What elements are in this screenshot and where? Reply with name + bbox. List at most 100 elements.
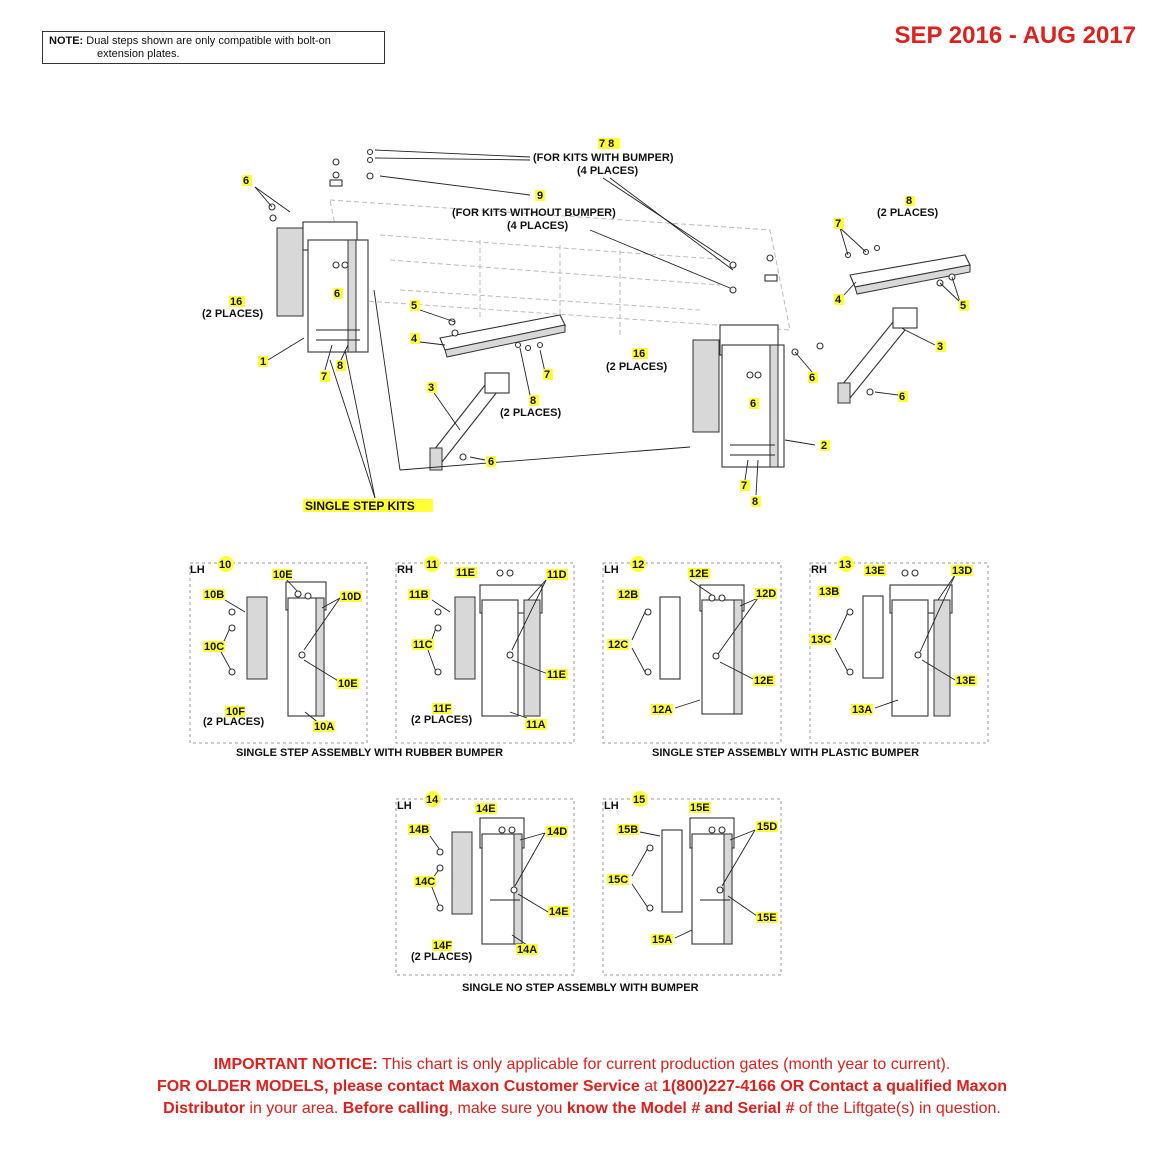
panel-14-e-top: 14E: [476, 803, 496, 815]
callout-hl-4a: [410, 333, 420, 344]
callout-2-places-a: (2 PLACES): [202, 308, 263, 320]
panel-10-f: 10F: [226, 706, 245, 718]
callout-hl-7b: [543, 369, 553, 380]
panel-13-side: RH: [811, 564, 827, 576]
panel-11-c: 11C: [413, 639, 433, 651]
panel-10-2-places: (2 PLACES): [203, 716, 264, 728]
panel-15-num: 15: [633, 794, 645, 806]
panel-12-side: LH: [604, 564, 619, 576]
callout-3b: 3: [937, 341, 943, 353]
note-box: NOTE: Dual steps shown are only compatib…: [42, 31, 385, 64]
panel-12-d: 12D: [756, 588, 776, 600]
callout-hl-single-step-kits: [303, 499, 433, 512]
callout-8a: 8: [337, 360, 343, 372]
panel-10-e-top: 10E: [273, 569, 293, 581]
callout-2-places-d: (2 PLACES): [877, 207, 938, 219]
panel-15-e-top: 15E: [690, 802, 710, 814]
callout-4-places-a: (4 PLACES): [577, 165, 638, 177]
callout-6d: 6: [809, 372, 815, 384]
callout-2-places-b: (2 PLACES): [500, 407, 561, 419]
callout-hl-7a: [320, 371, 330, 382]
step-assembly-2: [692, 254, 824, 468]
panel-11-side: RH: [397, 564, 413, 576]
panel-12-num: 12: [632, 559, 644, 571]
caption-plastic: SINGLE STEP ASSEMBLY WITH PLASTIC BUMPER: [652, 747, 919, 759]
panel-10-num: 10: [219, 559, 231, 571]
panel-15-side: LH: [604, 800, 619, 812]
callout-8b: 8: [530, 395, 536, 407]
panel-10-a: 10A: [314, 721, 334, 733]
panel-10: LH 10 10E 10B 10D 10C 10E 10F (2 PLACES)…: [189, 556, 368, 744]
callout-hl-3a: [427, 382, 437, 393]
callout-hl-6c: [486, 456, 496, 467]
callout-hl-6d: [808, 372, 818, 383]
callout-7c: 7: [741, 480, 747, 492]
note-line1: Dual steps shown are only compatible wit…: [86, 35, 331, 47]
callout-hl-5b: [959, 300, 969, 311]
callout-hl-8a: [336, 360, 346, 371]
callout-hl-8r: [905, 196, 915, 206]
callout-hl-16a: [229, 296, 245, 307]
callout-6a: 6: [243, 175, 249, 187]
date-range: SEP 2016 - AUG 2017: [894, 22, 1136, 49]
caption-no-step: SINGLE NO STEP ASSEMBLY WITH BUMPER: [462, 982, 699, 994]
panel-15-e-bot: 15E: [757, 912, 777, 924]
callout-hl-2: [820, 440, 830, 451]
callout-16b: 16: [633, 348, 645, 360]
notice-at: at: [639, 1078, 662, 1095]
callout-hl-7c: [740, 480, 750, 491]
callout-6c: 6: [488, 456, 494, 468]
callout-7b: 7: [544, 369, 550, 381]
callout-4a: 4: [411, 333, 418, 345]
caption-rubber: SINGLE STEP ASSEMBLY WITH RUBBER BUMPER: [236, 747, 503, 759]
panel-12: LH 12 12E 12B 12D 12C 12E 12A: [602, 556, 782, 744]
panel-10-side: LH: [190, 564, 205, 576]
callout-1: 1: [260, 356, 266, 368]
notice-of-liftgate: of the Liftgate(s) in question.: [794, 1100, 1001, 1117]
callout-16a: 16: [230, 296, 242, 308]
panel-14-f: 14F: [433, 940, 452, 952]
step-assembly-1: [276, 221, 369, 353]
callout-7d: 7: [835, 218, 841, 230]
panel-15-d: 15D: [757, 821, 777, 833]
fasteners-top-left: [268, 148, 374, 222]
notice-distributor: Distributor: [163, 1100, 245, 1117]
panel-13-c: 13C: [811, 634, 831, 646]
leader-lines: [254, 149, 961, 499]
callout-2-places-c: (2 PLACES): [606, 361, 667, 373]
panel-10-d: 10D: [341, 591, 361, 603]
notice-older-models: FOR OLDER MODELS, please contact Maxon C…: [156, 1078, 640, 1095]
callout-6b: 6: [334, 288, 340, 300]
panel-14-d: 14D: [547, 826, 567, 838]
panel-11-a: 11A: [526, 719, 546, 731]
notice-line1: This chart is only applicable for curren…: [377, 1056, 951, 1073]
panel-14: LH 14 14E 14B 14D 14C 14E 14F (2 PLACES)…: [395, 791, 575, 976]
panel-11-b: 11B: [409, 589, 429, 601]
panel-10-b: 10B: [204, 589, 224, 601]
panel-11-e-bot: 11E: [547, 669, 566, 681]
notice-in-area: in your area.: [244, 1100, 343, 1117]
callout-8c: 8: [752, 496, 758, 508]
callout-hl-3b: [936, 341, 946, 352]
panel-10-e-bot: 10E: [338, 678, 358, 690]
panel-14-b: 14B: [409, 824, 429, 836]
callout-single-step-kits: SINGLE STEP KITS: [305, 499, 415, 513]
callout-hl-5a: [410, 300, 420, 311]
callout-2: 2: [821, 440, 827, 452]
callout-hl-6e: [749, 398, 759, 409]
panel-13: RH 13 13E 13D 13B 13C 13E 13A: [809, 556, 989, 744]
callout-6f: 6: [899, 391, 905, 403]
callout-5a: 5: [411, 300, 417, 312]
callout-7-8: 7 8: [599, 138, 614, 150]
callout-6e: 6: [750, 398, 756, 410]
panel-11-f: 11F: [433, 703, 452, 715]
panel-10-c: 10C: [204, 641, 224, 653]
panel-13-d: 13D: [952, 565, 972, 577]
callout-hl-6a: [242, 175, 252, 186]
parts-diagram: 7 8 (FOR KITS WITH BUMPER) (4 PLACES) 9 …: [189, 138, 989, 994]
callout-hl-6b: [333, 288, 343, 299]
panel-11-num: 11: [426, 559, 438, 571]
callout-hl-8b: [529, 395, 539, 406]
panel-12-a: 12A: [652, 704, 672, 716]
panel-11: RH 11 11E 11D 11B 11C 11E 11F (2 PLACES)…: [395, 556, 575, 744]
